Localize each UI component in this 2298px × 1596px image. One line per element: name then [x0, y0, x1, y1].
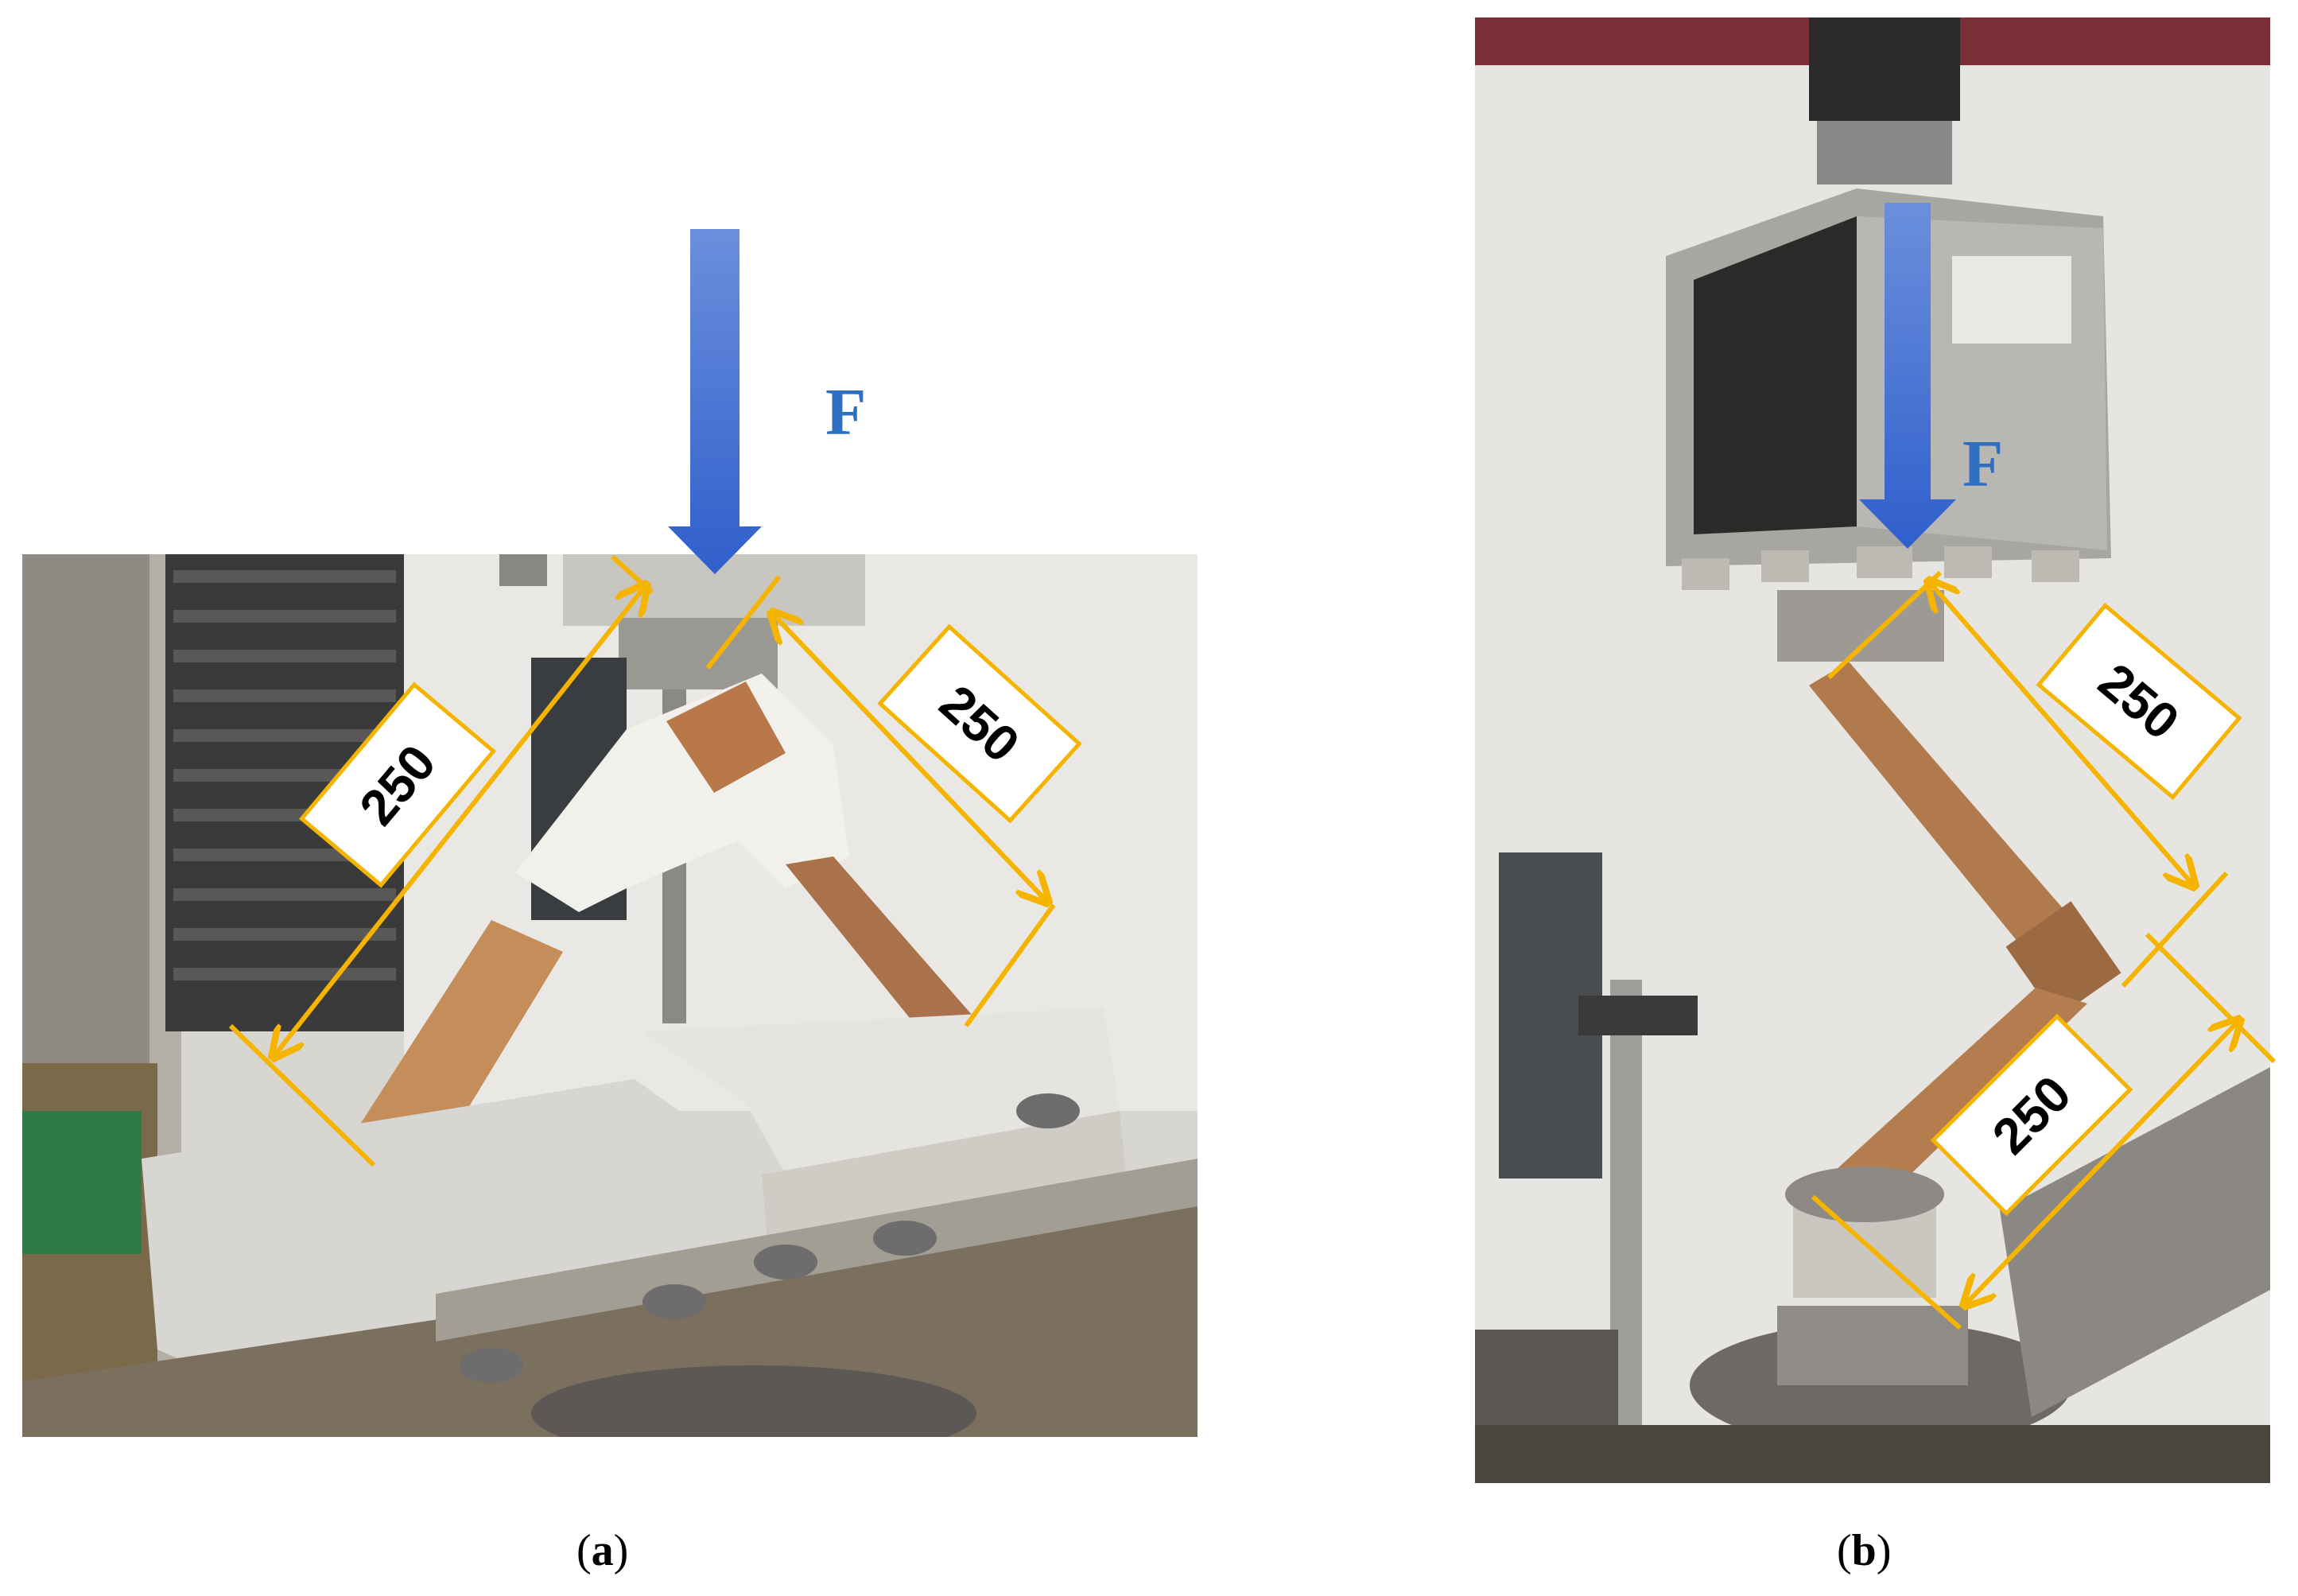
caption-a-letter: a [591, 1526, 614, 1575]
dim-b-upper-extension-top [1826, 570, 1943, 680]
dim-a-right-extension-bottom [964, 903, 1056, 1027]
dim-b-upper-line [1928, 581, 2195, 887]
dim-a-left-line [273, 584, 646, 1058]
dim-a-right-line [771, 612, 1048, 903]
dim-b-lower-line [1964, 1019, 2240, 1306]
force-arrow-a [668, 229, 762, 574]
caption-b-open: ( [1837, 1526, 1852, 1575]
caption-b-close: ) [1876, 1526, 1892, 1575]
force-label-b: F [1962, 427, 2004, 501]
dim-label-a-right [877, 623, 1082, 824]
caption-a-open: ( [576, 1526, 592, 1575]
dim-label-b-upper [2036, 602, 2242, 801]
dim-a-left-extension-bottom [228, 1023, 376, 1167]
dim-a-right-extension-top [705, 575, 782, 670]
force-arrow-b [1859, 203, 1956, 549]
caption-b: (b) [1837, 1525, 1891, 1576]
dim-label-a-left [298, 682, 497, 888]
caption-a: (a) [576, 1525, 628, 1576]
force-label-a: F [825, 375, 867, 449]
caption-b-letter: b [1851, 1526, 1877, 1575]
dim-b-upper-extension-bottom [2121, 871, 2229, 988]
dim-label-b-lower [1930, 1013, 2133, 1217]
dim-b-lower-extension-bottom [1811, 1194, 1962, 1330]
caption-a-close: ) [613, 1526, 629, 1575]
dim-b-lower-extension-top [2145, 932, 2277, 1064]
